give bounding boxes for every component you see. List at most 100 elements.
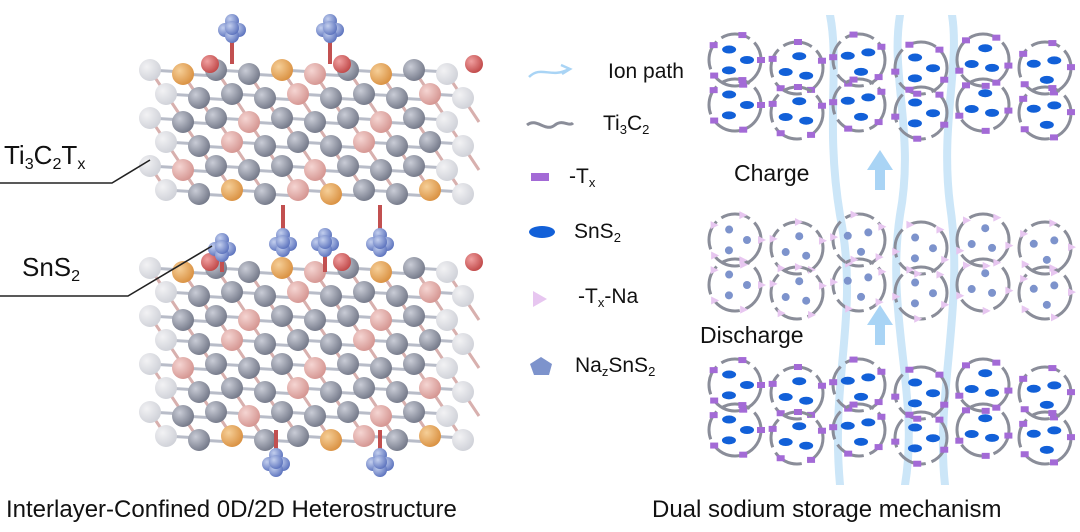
txna-group (963, 216, 971, 224)
lattice-atom (188, 285, 210, 307)
tx-group (1004, 108, 1012, 114)
lattice-atom (386, 135, 408, 157)
ti3c2tx-label: Ti3C2Tx (4, 140, 85, 174)
lattice-atom (139, 59, 161, 81)
txna-group (983, 307, 991, 315)
lattice-atom (337, 107, 359, 129)
lattice-atom (304, 261, 326, 283)
sns2-cluster-atom (276, 235, 290, 249)
tx-group (877, 414, 885, 420)
sns2-particle (841, 97, 855, 105)
tx-group (875, 399, 883, 405)
tx-group (940, 402, 948, 408)
tx-group (877, 44, 885, 50)
tx-group (1048, 365, 1056, 371)
tx-group (850, 32, 858, 38)
tx-group (794, 409, 802, 415)
lattice-atom (403, 401, 425, 423)
lattice-atom (254, 285, 276, 307)
sns2-cluster-atom (215, 240, 229, 254)
tx-group (1048, 410, 1056, 416)
lattice-atom (436, 357, 458, 379)
lattice-atom (304, 357, 326, 379)
sns2-particle (722, 436, 736, 444)
nazsns2-particle (864, 273, 872, 281)
lattice-atom (403, 155, 425, 177)
tx-group (738, 77, 746, 83)
sns2-cluster-atom (269, 455, 283, 469)
tx-group (769, 56, 777, 62)
lattice-atom (188, 381, 210, 403)
sns2-cluster-atom (373, 455, 387, 469)
sns2-cluster-atom (373, 235, 387, 249)
sns2-particle (1027, 105, 1041, 113)
tx-group (955, 393, 963, 399)
tx-group (877, 89, 885, 95)
tx-group (1004, 388, 1012, 394)
tx-group (850, 402, 858, 408)
tx-group (829, 379, 837, 385)
lattice-atom (353, 131, 375, 153)
sns2-particle (978, 369, 992, 377)
lattice-atom (320, 87, 342, 109)
tx-group (940, 447, 948, 453)
tx-group (905, 367, 913, 373)
tx-group (710, 73, 718, 79)
nazsns2-particle (1050, 281, 1058, 289)
tx-group (794, 84, 802, 90)
nazsns2-particle (911, 299, 919, 307)
sns2-particle (722, 91, 736, 99)
tx-group (769, 381, 777, 387)
lattice-atom (221, 281, 243, 303)
surface-atom (333, 253, 351, 271)
sns2-particle (1040, 76, 1054, 84)
sns2-particle (1027, 60, 1041, 68)
txna-group (956, 247, 964, 255)
tx-group (875, 74, 883, 80)
txna-group (795, 218, 803, 226)
sns2-particle (1027, 385, 1041, 393)
legend-icons (525, 55, 575, 395)
tx-group (992, 35, 1000, 41)
tx-group (940, 122, 948, 128)
tx-group (891, 114, 899, 120)
tx-group (905, 42, 913, 48)
legend-ion-path: Ion path (608, 60, 684, 84)
nazsns2-particle (911, 279, 919, 287)
sns2-particle (908, 99, 922, 107)
sns2-particle (854, 393, 868, 401)
tx-group (757, 57, 765, 63)
lattice-atom (452, 333, 474, 355)
sns2-particle (1040, 121, 1054, 129)
lattice-atom (419, 281, 441, 303)
stage-arrows (867, 150, 893, 345)
lattice-atom (320, 333, 342, 355)
tx-group (1067, 434, 1075, 440)
lattice-atom (221, 329, 243, 351)
txna-group (956, 292, 964, 300)
legend-nazsns2: NazSnS2 (575, 354, 655, 379)
tx-group (739, 452, 747, 458)
tx-group (955, 113, 963, 119)
surface-atom (465, 253, 483, 271)
tx-group (844, 126, 852, 132)
lattice-atom (172, 309, 194, 331)
tx-group (710, 412, 718, 418)
tx-group (757, 427, 765, 433)
tx-group (962, 362, 970, 368)
charge-label: Charge (734, 160, 809, 187)
sns2-particle (722, 66, 736, 74)
nazsns2-particle (844, 232, 852, 240)
lattice-atom (254, 87, 276, 109)
tx-group (891, 439, 899, 445)
nazsns2-particle (981, 269, 989, 277)
sns2-particle (978, 414, 992, 422)
lattice-atom (320, 429, 342, 451)
sns2-particle (908, 119, 922, 127)
tx-group (1021, 126, 1029, 132)
tx-group (913, 136, 921, 142)
sns2-particle (799, 397, 813, 405)
lattice-atom (172, 357, 194, 379)
tx-group (962, 407, 970, 413)
txna-group (993, 214, 1001, 222)
